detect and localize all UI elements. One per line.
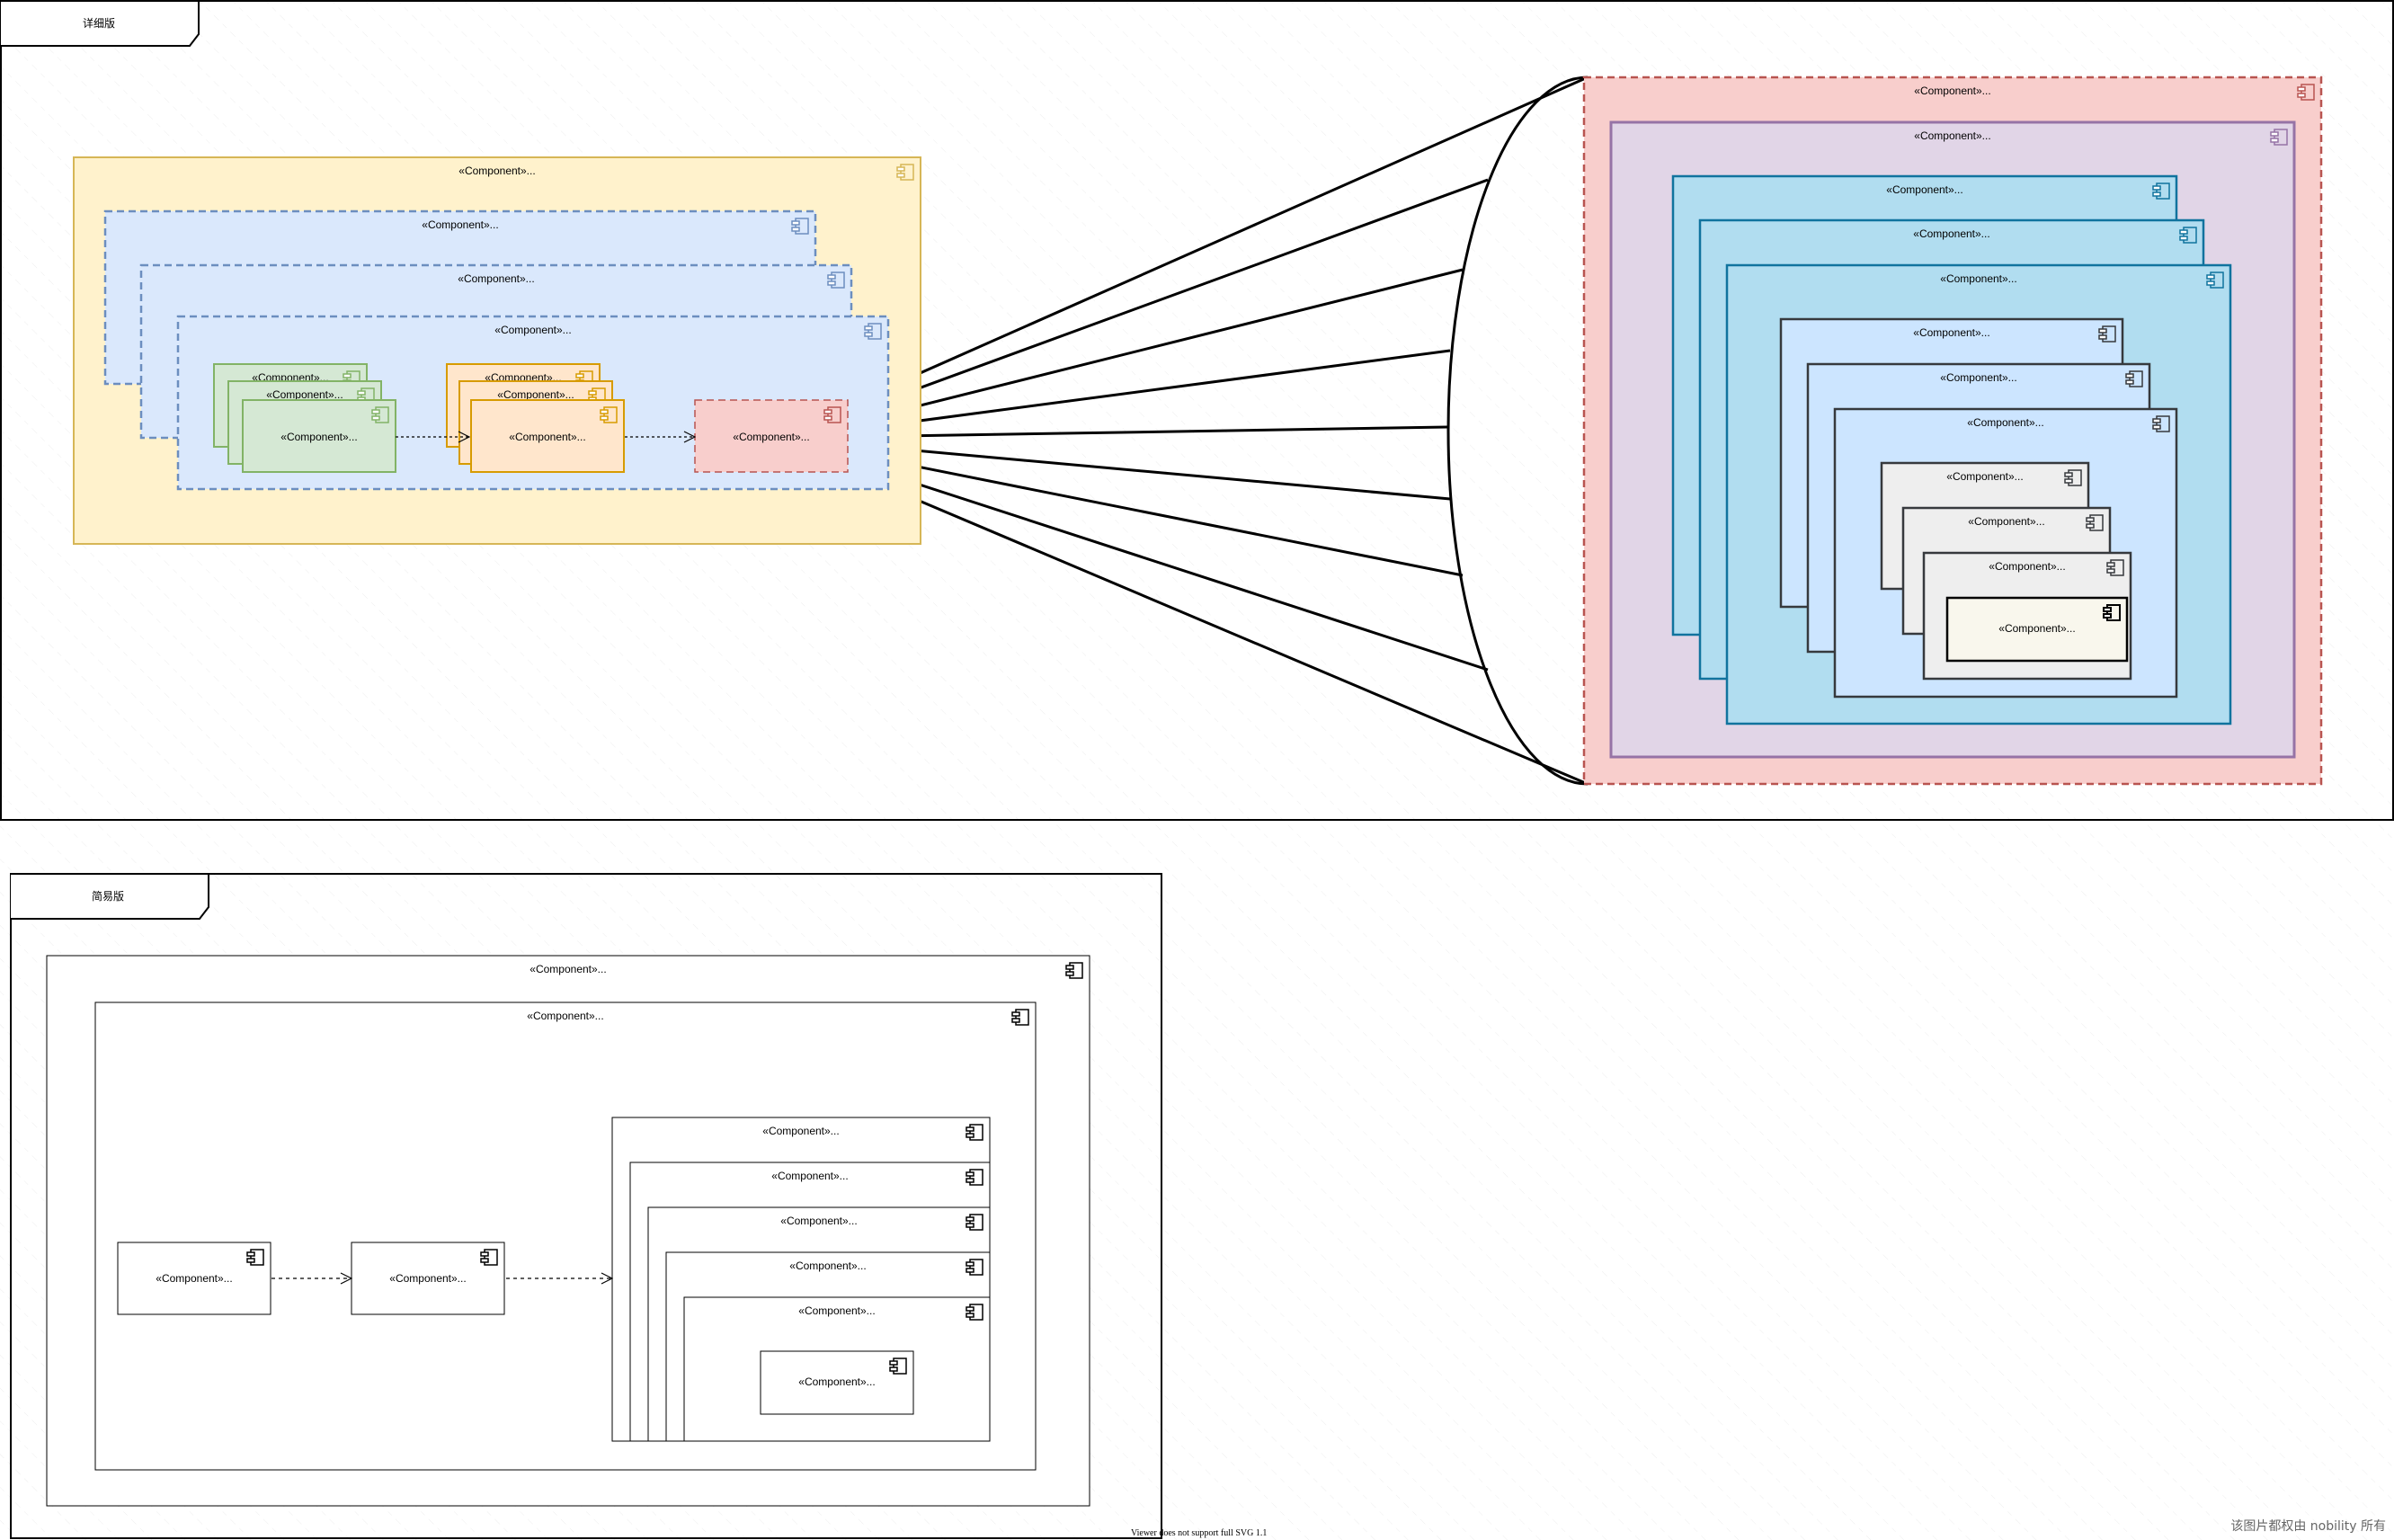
component-icon: [1065, 962, 1083, 979]
component-icon: [2086, 514, 2104, 531]
component-icon: [2297, 84, 2315, 101]
component-label: «Component»...: [1946, 470, 2023, 483]
component-box: «Component»...: [1945, 596, 2129, 663]
dependency-arrows: [271, 437, 695, 1278]
component-label: «Component»...: [280, 431, 357, 443]
component-icon: [371, 406, 389, 423]
component-label: «Component»...: [509, 431, 585, 443]
fan-line: [844, 76, 1589, 408]
components-layer: «Component»... «Component»... «Component».…: [46, 76, 2323, 1507]
component-label: «Component»...: [156, 1272, 232, 1285]
frame-title: 简易版: [92, 890, 124, 903]
frame-title: 详细版: [83, 16, 115, 30]
component-label: «Component»...: [1886, 183, 1962, 196]
component-box: «Component»...: [694, 399, 849, 473]
component-icon: [1011, 1009, 1029, 1026]
fan-line: [844, 458, 1489, 672]
component-box: «Component»...: [242, 399, 396, 473]
component-icon: [2152, 415, 2170, 432]
component-icon: [2098, 325, 2116, 343]
component-label: «Component»...: [458, 165, 535, 177]
component-icon: [966, 1259, 983, 1276]
component-icon: [2103, 604, 2121, 621]
component-label: «Component»...: [458, 272, 534, 285]
component-label: «Component»...: [530, 963, 606, 975]
component-label: «Component»...: [1989, 560, 2065, 573]
component-label: «Component»...: [1968, 515, 2044, 528]
component-box: «Component»...: [470, 399, 625, 473]
fan-line: [844, 450, 1464, 577]
component-label: «Component»...: [771, 1170, 848, 1182]
fan-lines: [844, 76, 1589, 786]
fan-line: [844, 467, 1589, 786]
component-icon: [480, 1249, 498, 1266]
component-icon: [966, 1214, 983, 1231]
component-icon: [827, 272, 845, 289]
component-box: «Component»...: [117, 1242, 271, 1315]
watermark: 该图片都权由 nobility 所有: [2230, 1519, 2386, 1534]
component-label: «Component»...: [527, 1010, 603, 1022]
component-label: «Component»...: [1914, 129, 1990, 142]
component-icon: [2270, 129, 2288, 146]
component-label: «Component»...: [1914, 85, 1990, 97]
zoom-connector: [844, 76, 1589, 786]
frame-detailed: 详细版: [0, 0, 2394, 821]
component-label: «Component»...: [762, 1125, 839, 1137]
component-label: «Component»...: [266, 388, 343, 401]
component-label: «Component»...: [1913, 326, 1989, 339]
component-icon: [2179, 227, 2197, 244]
fan-line: [844, 268, 1464, 426]
fan-line: [844, 442, 1451, 501]
component-icon: [600, 406, 618, 423]
component-icon: [2064, 469, 2082, 486]
frame-simple: 简易版: [10, 873, 1162, 1539]
component-label: «Component»...: [1967, 416, 2043, 429]
component-box: «Component»...: [351, 1242, 505, 1315]
component-icon: [889, 1358, 907, 1375]
component-label: «Component»...: [422, 218, 498, 231]
component-icon: [2125, 370, 2143, 387]
component-label: «Component»...: [1940, 371, 2016, 384]
component-label: «Component»...: [798, 1304, 875, 1317]
component-label: «Component»...: [789, 1260, 866, 1272]
footer-note: Viewer does not support full SVG 1.1: [1131, 1528, 1267, 1538]
component-icon: [2206, 272, 2224, 289]
component-icon: [823, 406, 841, 423]
component-label: «Component»...: [733, 431, 809, 443]
component-label: «Component»...: [780, 1215, 857, 1227]
component-icon: [246, 1249, 264, 1266]
component-label: «Component»...: [798, 1375, 875, 1388]
component-icon: [896, 164, 914, 181]
fan-line: [844, 178, 1489, 417]
component-label: «Component»...: [1940, 272, 2016, 285]
fan-line: [844, 349, 1451, 432]
component-icon: [966, 1304, 983, 1321]
component-icon: [864, 323, 882, 340]
component-icon: [966, 1124, 983, 1141]
component-label: «Component»...: [1998, 622, 2075, 635]
component-label: «Component»...: [497, 388, 574, 401]
component-label: «Component»...: [494, 324, 571, 336]
component-icon: [2152, 182, 2170, 200]
component-box: «Component»...: [760, 1350, 914, 1415]
component-label: «Component»...: [389, 1272, 466, 1285]
component-icon: [791, 218, 809, 235]
fan-line: [844, 425, 1448, 439]
component-icon: [2106, 559, 2124, 576]
component-icon: [966, 1169, 983, 1186]
component-label: «Component»...: [1913, 227, 1989, 240]
